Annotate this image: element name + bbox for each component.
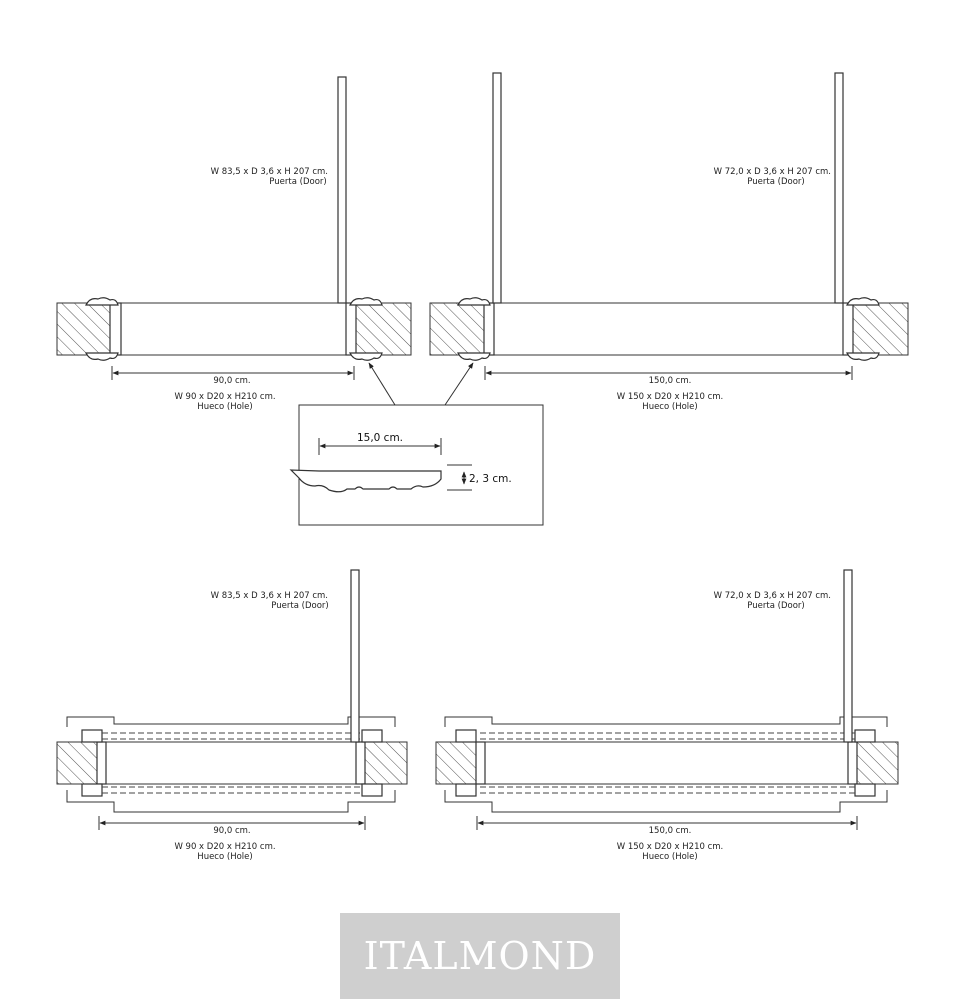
wall-left — [56, 741, 100, 785]
plan-top-left: 90,0 cm. W 90 x D20 x H210 cm. Hueco (Ho… — [56, 76, 412, 412]
casing-outline — [66, 790, 396, 813]
wall-left — [429, 302, 486, 356]
molding — [85, 352, 119, 361]
plan-bottom-right: 150,0 cm. W 150 x D20 x H210 cm. Hueco (… — [435, 569, 899, 862]
molding — [846, 297, 880, 306]
door-spec: W 72,0 x D 3,6 x H 207 cm. — [714, 591, 831, 601]
width-dimension: 90,0 cm. — [213, 826, 250, 836]
door-leaf — [834, 72, 844, 304]
width-dimension: 150,0 cm. — [649, 376, 692, 386]
wall-right — [364, 741, 408, 785]
door-leaf — [492, 72, 502, 304]
hole-name: Hueco (Hole) — [197, 402, 252, 412]
detail-width: 15,0 cm. — [357, 432, 403, 444]
molding — [349, 352, 383, 361]
molding — [846, 352, 880, 361]
wall-right — [353, 302, 412, 356]
wall-left — [56, 302, 113, 356]
molding-profile — [289, 469, 442, 493]
molding — [85, 297, 119, 306]
hole-spec: W 90 x D20 x H210 cm. — [174, 392, 275, 402]
door-leaf — [350, 569, 360, 743]
callout-arrow — [368, 362, 396, 406]
door-leaf — [843, 569, 853, 743]
door-name: Puerta (Door) — [271, 601, 328, 611]
door-name: Puerta (Door) — [269, 177, 326, 187]
door-name: Puerta (Door) — [747, 177, 804, 187]
door-spec: W 83,5 x D 3,6 x H 207 cm. — [211, 167, 328, 177]
detail-height: 2, 3 cm. — [469, 473, 512, 485]
italmond-logo: ITALMOND — [340, 913, 620, 999]
hole-name: Hueco (Hole) — [642, 402, 697, 412]
door-spec: W 83,5 x D 3,6 x H 207 cm. — [211, 591, 328, 601]
door-leaf — [337, 76, 347, 304]
wall-right — [856, 741, 899, 785]
detail-box — [298, 404, 544, 526]
wall-right — [851, 302, 909, 356]
hole-name: Hueco (Hole) — [197, 852, 252, 862]
hole-name: Hueco (Hole) — [642, 852, 697, 862]
logo-text: ITALMOND — [363, 934, 597, 978]
door-name: Puerta (Door) — [747, 601, 804, 611]
plan-bottom-left: 90,0 cm. W 90 x D20 x H210 cm. Hueco (Ho… — [56, 569, 408, 862]
casing-outline — [444, 790, 888, 813]
plan-top-right: 150,0 cm. W 150 x D20 x H210 cm. Hueco (… — [429, 72, 909, 412]
wall-left — [435, 741, 479, 785]
molding-detail: 15,0 cm. 2, 3 cm. — [289, 362, 544, 526]
molding — [457, 297, 491, 306]
casing-outline — [66, 716, 396, 727]
casing-outline — [444, 716, 888, 727]
width-dimension: 150,0 cm. — [649, 826, 692, 836]
door-spec: W 72,0 x D 3,6 x H 207 cm. — [714, 167, 831, 177]
hole-spec: W 150 x D20 x H210 cm. — [617, 842, 724, 852]
hole-spec: W 90 x D20 x H210 cm. — [174, 842, 275, 852]
molding — [349, 297, 383, 306]
callout-arrow — [444, 362, 474, 406]
hole-spec: W 150 x D20 x H210 cm. — [617, 392, 724, 402]
width-dimension: 90,0 cm. — [213, 376, 250, 386]
molding — [457, 352, 491, 361]
